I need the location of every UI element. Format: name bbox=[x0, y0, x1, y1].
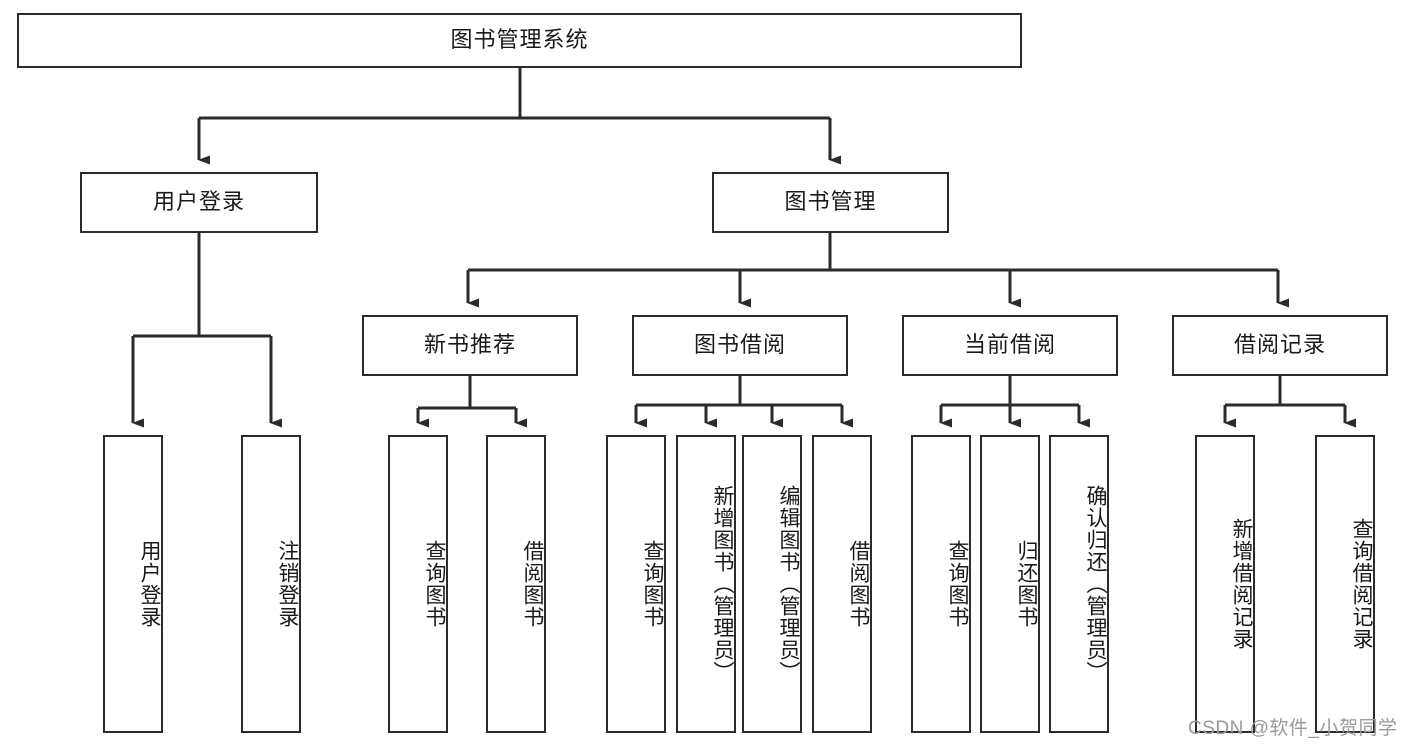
leaf-user-logout[interactable]: 注销登录 bbox=[241, 435, 301, 733]
leaf-borrow-edit-book-admin[interactable]: 编辑图书（管理员） bbox=[742, 435, 802, 733]
node-root-library-system[interactable]: 图书管理系统 bbox=[17, 13, 1022, 68]
node-label: 当前借阅 bbox=[963, 332, 1056, 358]
leaf-record-add-borrow-record[interactable]: 新增借阅记录 bbox=[1195, 435, 1255, 733]
node-label: 用户登录 bbox=[152, 189, 245, 215]
node-label: 借阅图书 bbox=[521, 540, 544, 628]
node-user-login[interactable]: 用户登录 bbox=[80, 172, 318, 233]
node-label: 图书借阅 bbox=[693, 332, 786, 358]
node-label: 编辑图书（管理员） bbox=[777, 485, 800, 683]
node-label: 新增借阅记录 bbox=[1230, 518, 1253, 650]
node-label: 查询图书 bbox=[641, 540, 664, 628]
leaf-record-query-borrow-record[interactable]: 查询借阅记录 bbox=[1315, 435, 1375, 733]
node-new-book-recommend[interactable]: 新书推荐 bbox=[362, 315, 578, 376]
leaf-borrow-add-book-admin[interactable]: 新增图书（管理员） bbox=[676, 435, 736, 733]
node-label: 借阅记录 bbox=[1233, 332, 1326, 358]
node-label: 查询图书 bbox=[423, 540, 446, 628]
node-label: 新书推荐 bbox=[423, 332, 516, 358]
node-current-borrow[interactable]: 当前借阅 bbox=[902, 315, 1118, 376]
leaf-newbook-query-book[interactable]: 查询图书 bbox=[388, 435, 448, 733]
leaf-borrow-query-book[interactable]: 查询图书 bbox=[606, 435, 666, 733]
node-book-management[interactable]: 图书管理 bbox=[712, 172, 949, 233]
csdn-watermark: CSDN @软件_小贺同学 bbox=[1188, 718, 1398, 739]
node-borrow-record[interactable]: 借阅记录 bbox=[1172, 315, 1388, 376]
leaf-current-confirm-return-admin[interactable]: 确认归还（管理员） bbox=[1049, 435, 1109, 733]
leaf-newbook-borrow-book[interactable]: 借阅图书 bbox=[486, 435, 546, 733]
node-label: 图书管理系统 bbox=[450, 27, 589, 53]
node-label: 确认归还（管理员） bbox=[1084, 485, 1107, 683]
leaf-borrow-lend-book[interactable]: 借阅图书 bbox=[812, 435, 872, 733]
leaf-current-return-book[interactable]: 归还图书 bbox=[980, 435, 1040, 733]
node-label: 图书管理 bbox=[784, 189, 877, 215]
node-label: 查询图书 bbox=[946, 540, 969, 628]
leaf-current-query-book[interactable]: 查询图书 bbox=[911, 435, 971, 733]
node-book-borrow[interactable]: 图书借阅 bbox=[632, 315, 848, 376]
node-label: 借阅图书 bbox=[847, 540, 870, 628]
node-label: 新增图书（管理员） bbox=[711, 485, 734, 683]
leaf-user-login[interactable]: 用户登录 bbox=[103, 435, 163, 733]
node-label: 注销登录 bbox=[276, 540, 299, 628]
node-label: 查询借阅记录 bbox=[1350, 518, 1373, 650]
node-label: 用户登录 bbox=[138, 540, 161, 628]
node-label: 归还图书 bbox=[1015, 540, 1038, 628]
